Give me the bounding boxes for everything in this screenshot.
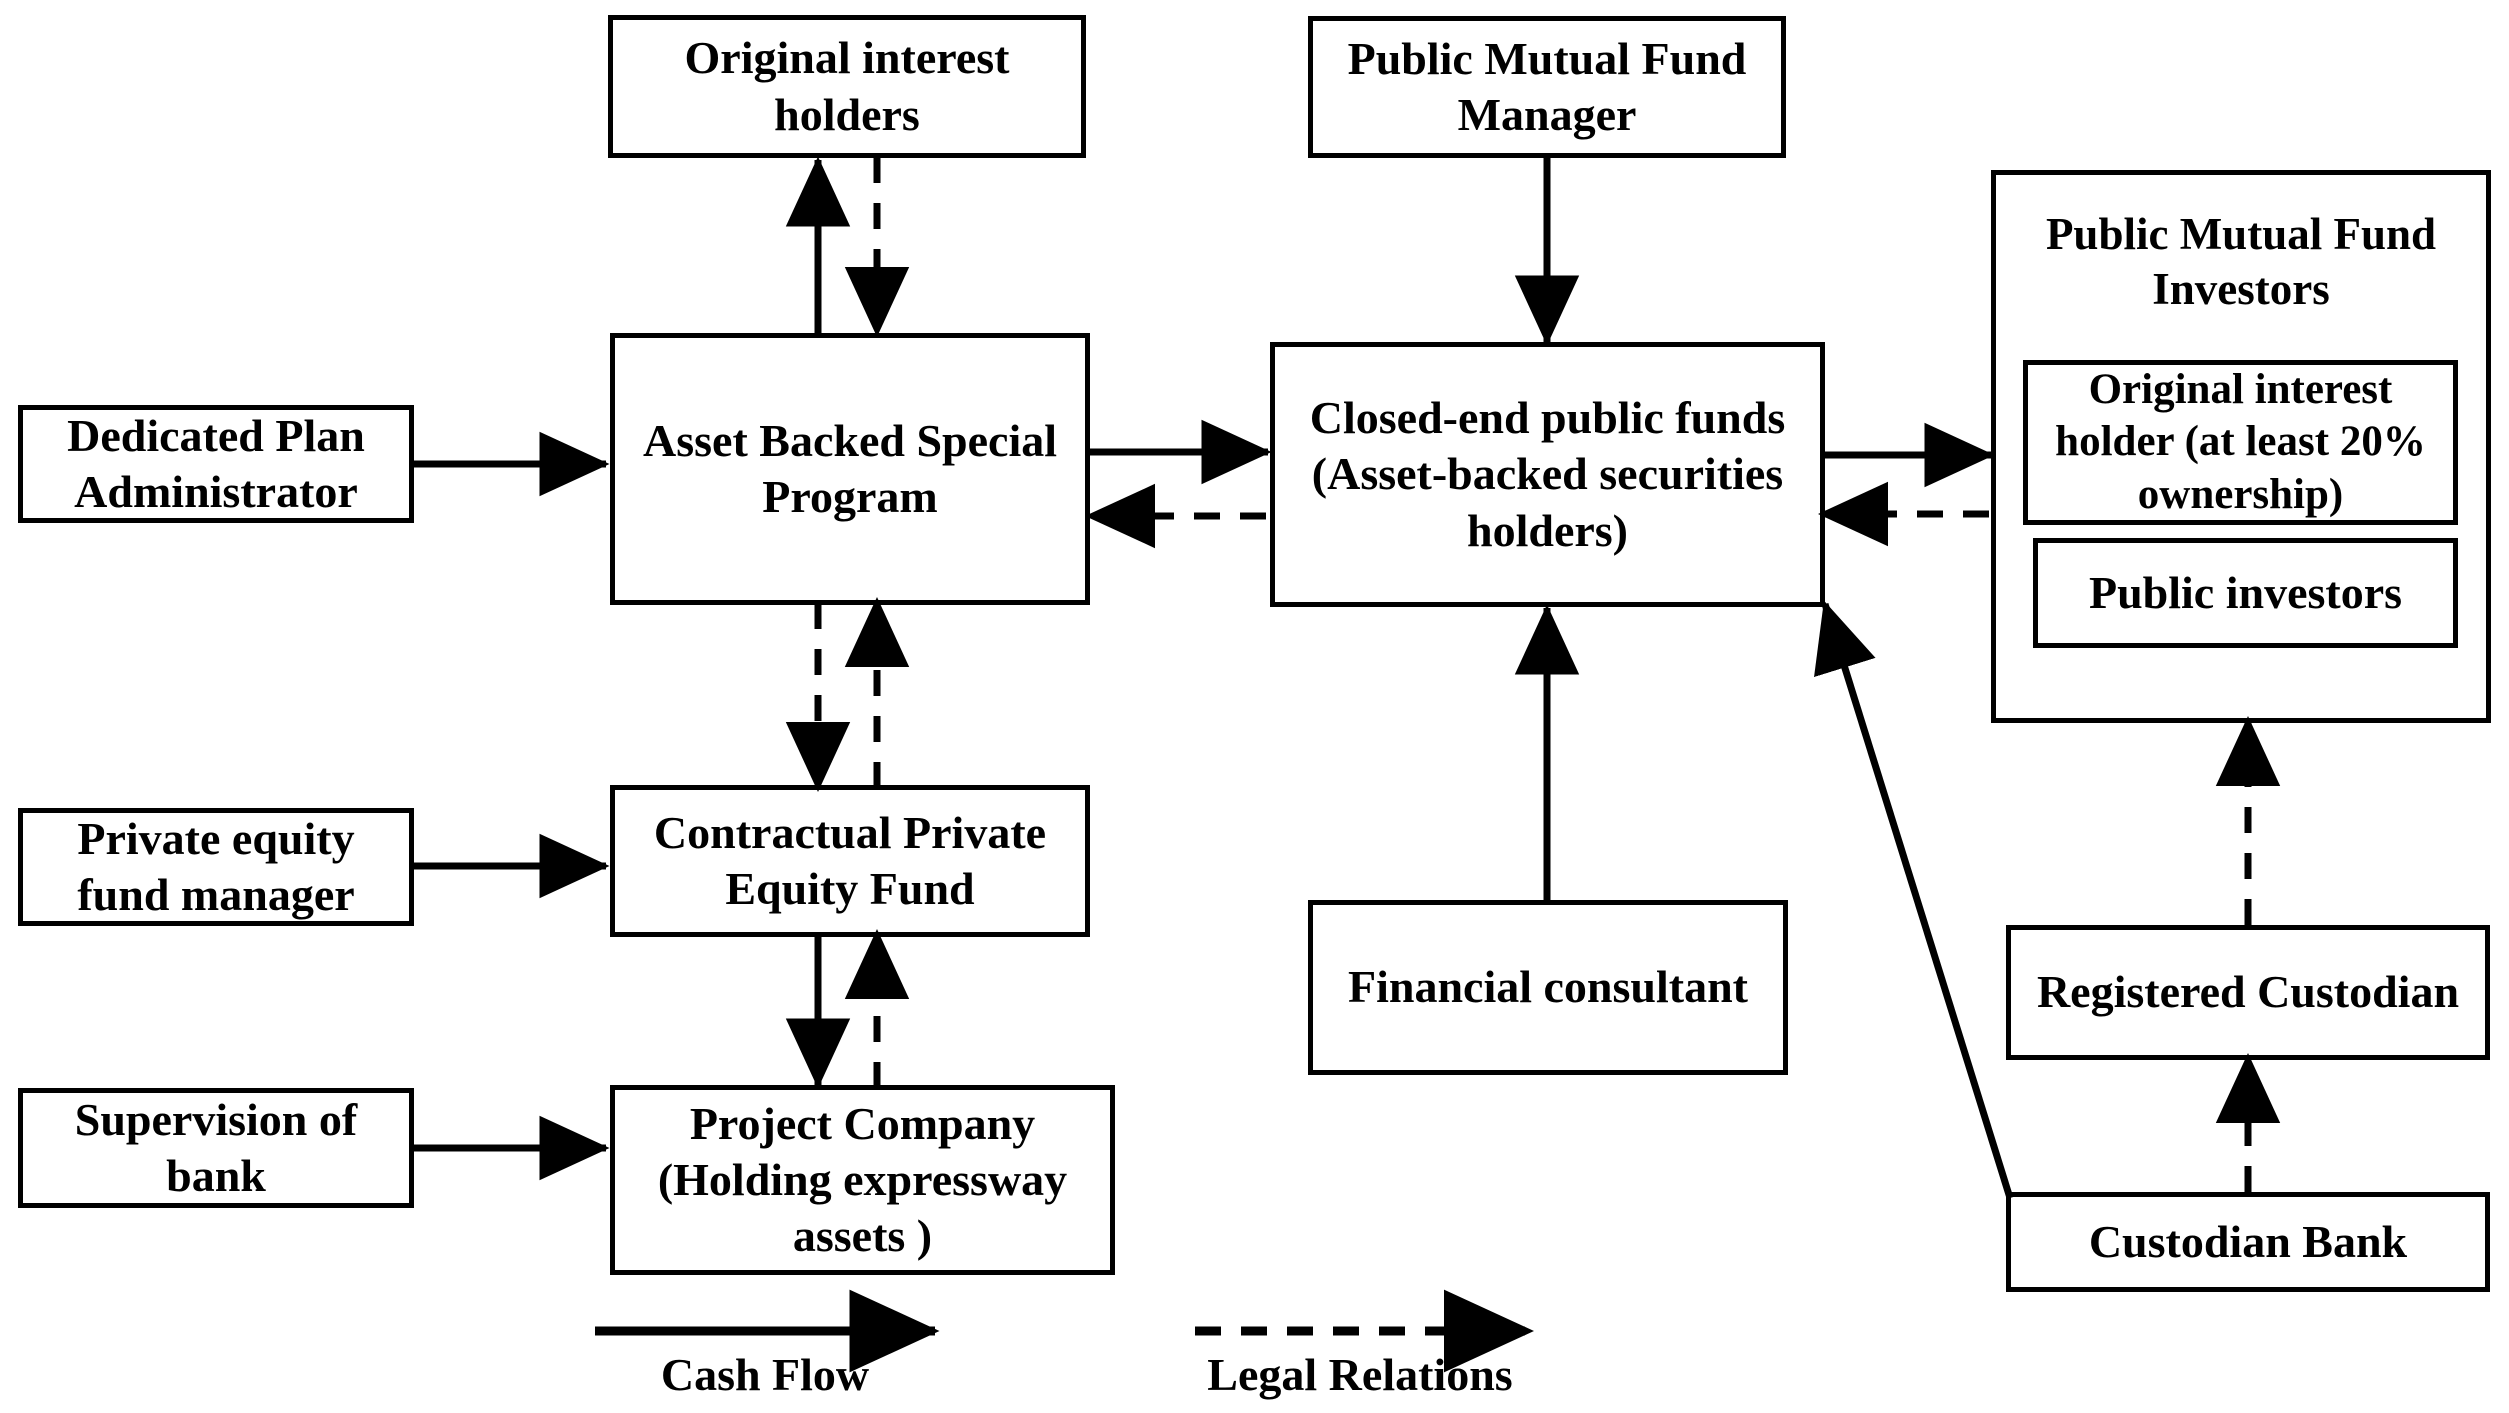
node-label: Original interest holders [684, 32, 1010, 140]
node-label: Public investors [2088, 566, 2403, 618]
node-contractual-private-equity-fund[interactable]: Contractual Private Equity Fund [610, 785, 1090, 937]
edge-custodian-bank-to-closed-end-funds [1814, 600, 2014, 1200]
node-label: Registered Custodian [2036, 966, 2460, 1018]
node-dedicated-plan-administrator[interactable]: Dedicated Plan Administrator [18, 405, 414, 523]
node-private-equity-fund-manager[interactable]: Private equity fund manager [18, 808, 414, 926]
node-registered-custodian[interactable]: Registered Custodian [2006, 925, 2490, 1060]
node-label: Public Mutual Fund Manager [1347, 32, 1747, 140]
node-financial-consultant[interactable]: Financial consultant [1308, 900, 1788, 1075]
group-title: Public Mutual Fund Investors [1996, 207, 2486, 317]
node-custodian-bank[interactable]: Custodian Bank [2006, 1192, 2490, 1292]
node-label: Original interest holder (at least 20% o… [2055, 365, 2426, 518]
node-public-investors[interactable]: Public investors [2033, 538, 2458, 648]
node-public-mutual-fund-investors[interactable]: Public Mutual Fund Investors Original in… [1991, 170, 2491, 723]
node-public-mutual-fund-manager[interactable]: Public Mutual Fund Manager [1308, 16, 1786, 158]
node-label: Contractual Private Equity Fund [653, 806, 1047, 914]
legend-cash-flow-label: Cash Flow [660, 1349, 870, 1400]
node-label: Public Mutual Fund Investors [2045, 209, 2437, 314]
node-label: Financial consultant [1347, 961, 1748, 1013]
node-label: Dedicated Plan Administrator [67, 409, 365, 517]
node-label: Project Company (Holding expressway asse… [657, 1097, 1068, 1262]
node-supervision-of-bank[interactable]: Supervision of bank [18, 1088, 414, 1208]
node-label: Private equity fund manager [77, 812, 355, 920]
node-label: Closed-end public funds (Asset-backed se… [1309, 392, 1786, 556]
node-label: Asset Backed Special Program [643, 414, 1057, 522]
node-original-interest-holder-20[interactable]: Original interest holder (at least 20% o… [2023, 360, 2458, 525]
node-project-company[interactable]: Project Company (Holding expressway asse… [610, 1085, 1115, 1275]
node-original-interest-holders[interactable]: Original interest holders [608, 15, 1086, 158]
node-asset-backed-special-program[interactable]: Asset Backed Special Program [610, 333, 1090, 605]
node-label: Supervision of bank [74, 1093, 358, 1201]
node-label: Custodian Bank [2088, 1215, 2408, 1267]
